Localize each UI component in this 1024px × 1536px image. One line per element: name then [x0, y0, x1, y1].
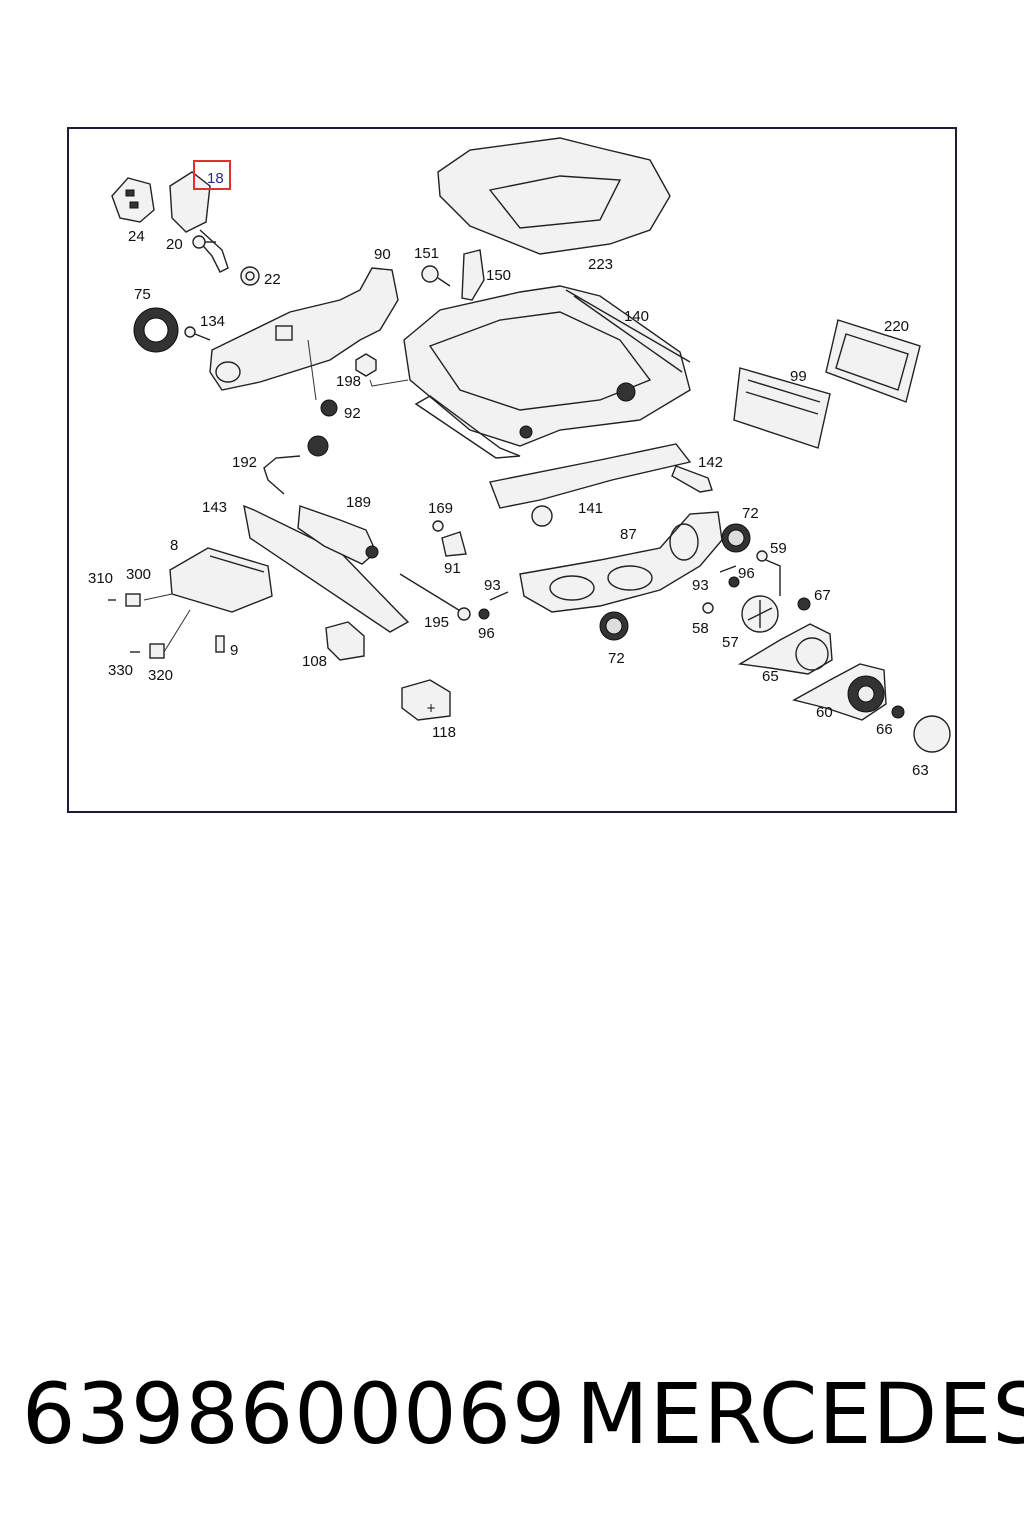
- callout-92[interactable]: 92: [344, 405, 361, 422]
- part-24-bracket: [111, 177, 155, 223]
- part-330-320-connectors: [130, 609, 191, 659]
- callout-22[interactable]: 22: [264, 271, 281, 288]
- svg-text:+: +: [426, 701, 436, 715]
- part-87-side-cover: [519, 511, 723, 613]
- callout-8[interactable]: 8: [170, 537, 178, 554]
- callout-24[interactable]: 24: [128, 228, 145, 245]
- part-118-connector-block: +: [401, 679, 451, 721]
- callout-93b[interactable]: 93: [692, 577, 709, 594]
- part-134-screw: [184, 326, 211, 341]
- part-151-bolt: [421, 265, 451, 287]
- callout-143[interactable]: 143: [202, 499, 227, 516]
- callout-300[interactable]: 300: [126, 566, 151, 583]
- callout-72b[interactable]: 72: [608, 650, 625, 667]
- callout-18[interactable]: 18: [207, 170, 224, 187]
- callout-96b[interactable]: 96: [478, 625, 495, 642]
- part-92-nut: [320, 399, 338, 417]
- part-60-trim: [792, 663, 887, 721]
- part-108-connector: [325, 621, 365, 661]
- part-150-clip: [461, 249, 485, 301]
- callout-75[interactable]: 75: [134, 286, 151, 303]
- callout-96a[interactable]: 96: [738, 565, 755, 582]
- callout-60[interactable]: 60: [816, 704, 833, 721]
- callout-90[interactable]: 90: [374, 246, 391, 263]
- callout-189[interactable]: 189: [346, 494, 371, 511]
- parts-diagram-frame: [67, 127, 957, 813]
- part-91-bracket: [441, 531, 467, 557]
- callout-142[interactable]: 142: [698, 454, 723, 471]
- part-22-grommet: [240, 266, 260, 286]
- part-number: 6398600069: [22, 1365, 567, 1463]
- part-310-300-connectors: [108, 593, 173, 607]
- part-63-cap: [913, 715, 951, 753]
- callout-91[interactable]: 91: [444, 560, 461, 577]
- callout-63[interactable]: 63: [912, 762, 929, 779]
- callout-141[interactable]: 141: [578, 500, 603, 517]
- part-220-module: [825, 319, 921, 403]
- callout-150[interactable]: 150: [486, 267, 511, 284]
- brand-name: MERCEDES: [576, 1365, 1024, 1463]
- callout-99[interactable]: 99: [790, 368, 807, 385]
- callout-320[interactable]: 320: [148, 667, 173, 684]
- part-75-gear: [133, 307, 179, 353]
- callout-118[interactable]: 118: [432, 724, 456, 741]
- callout-93a[interactable]: 93: [484, 577, 501, 594]
- part-90-side-panel: [209, 267, 399, 391]
- part-67-nut: [797, 597, 811, 611]
- callout-198[interactable]: 198: [336, 373, 361, 390]
- part-223-cushion: [437, 137, 671, 255]
- part-198-nut: [355, 353, 377, 377]
- part-140-seat-frame: [403, 285, 691, 459]
- part-58-57-mechanism: [702, 595, 779, 633]
- part-195-rod: [399, 573, 471, 621]
- callout-169[interactable]: 169: [428, 500, 453, 517]
- part-142-pin: [671, 465, 713, 493]
- callout-67[interactable]: 67: [814, 587, 831, 604]
- callout-220[interactable]: 220: [884, 318, 909, 335]
- part-93-96-fasteners: [478, 565, 740, 620]
- callout-87[interactable]: 87: [620, 526, 637, 543]
- part-18-buckle: [169, 171, 229, 273]
- part-143-rail: [243, 504, 410, 633]
- callout-151[interactable]: 151: [414, 245, 439, 262]
- part-9-pin: [215, 635, 225, 653]
- callout-59[interactable]: 59: [770, 540, 787, 557]
- highlight-box-18: [193, 160, 231, 190]
- part-65-trim: [737, 623, 833, 675]
- callout-192[interactable]: 192: [232, 454, 257, 471]
- callout-134[interactable]: 134: [200, 313, 225, 330]
- part-169-screw: [432, 520, 444, 532]
- callout-9[interactable]: 9: [230, 642, 238, 659]
- part-20-screw: [192, 235, 216, 249]
- part-66-screw: [891, 705, 905, 719]
- callout-195[interactable]: 195: [424, 614, 449, 631]
- callout-72a[interactable]: 72: [742, 505, 759, 522]
- part-189-motor: [297, 505, 379, 565]
- callout-66[interactable]: 66: [876, 721, 893, 738]
- part-72-knob-b: [599, 611, 629, 641]
- callout-65[interactable]: 65: [762, 668, 779, 685]
- callout-58[interactable]: 58: [692, 620, 709, 637]
- callout-310[interactable]: 310: [88, 570, 113, 587]
- part-8-control-unit: [169, 547, 273, 613]
- callout-20[interactable]: 20: [166, 236, 183, 253]
- callout-223[interactable]: 223: [588, 256, 613, 273]
- callout-330[interactable]: 330: [108, 662, 133, 679]
- callout-140[interactable]: 140: [624, 308, 649, 325]
- part-99-housing: [733, 367, 831, 449]
- callout-57[interactable]: 57: [722, 634, 739, 651]
- callout-108[interactable]: 108: [302, 653, 327, 670]
- part-72-knob-a: [721, 523, 751, 553]
- part-59-screw: [756, 550, 781, 596]
- part-192-cable: [263, 435, 329, 495]
- part-141-actuator: [489, 443, 692, 527]
- seat-parts-exploded-diagram: + 18 24 20 22 75 134 90 151 150 223 140 …: [88, 137, 951, 779]
